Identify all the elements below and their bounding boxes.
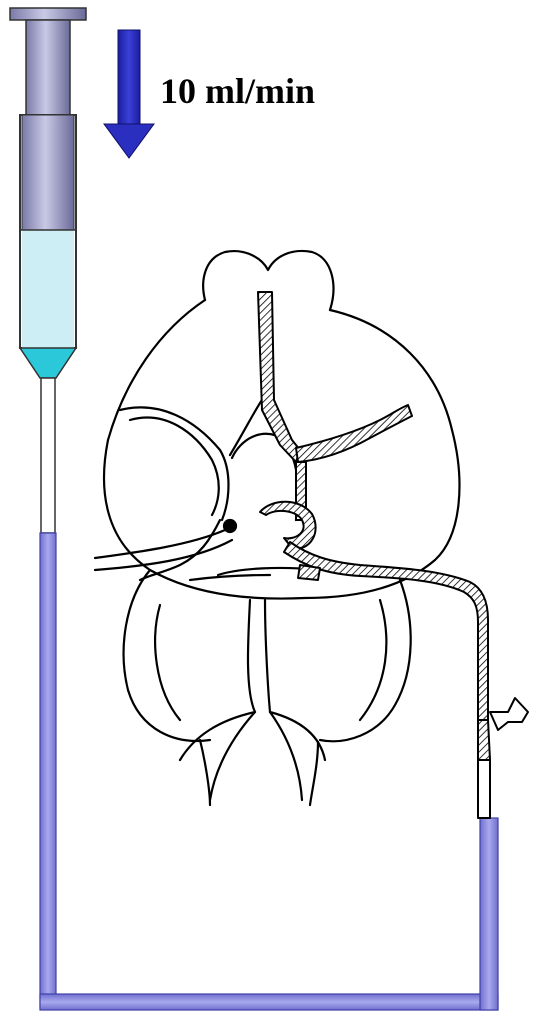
brain-vessel-drawing	[95, 251, 459, 805]
flow-rate-label: 10 ml/min	[160, 70, 315, 112]
syringe-tip	[20, 348, 76, 378]
plunger-cap	[10, 8, 86, 20]
syringe-needle	[41, 378, 55, 533]
plunger-head	[22, 115, 74, 230]
plunger-rod	[26, 20, 70, 115]
perfusion-tubing	[40, 533, 498, 1010]
cerebellum-right	[320, 580, 411, 741]
syringe	[10, 8, 86, 533]
perfused-vessels	[258, 292, 528, 818]
cerebellum-left	[124, 570, 210, 741]
cerebrum-outline	[104, 300, 459, 599]
syringe-fluid	[22, 230, 74, 348]
flow-arrow-icon	[104, 30, 154, 158]
